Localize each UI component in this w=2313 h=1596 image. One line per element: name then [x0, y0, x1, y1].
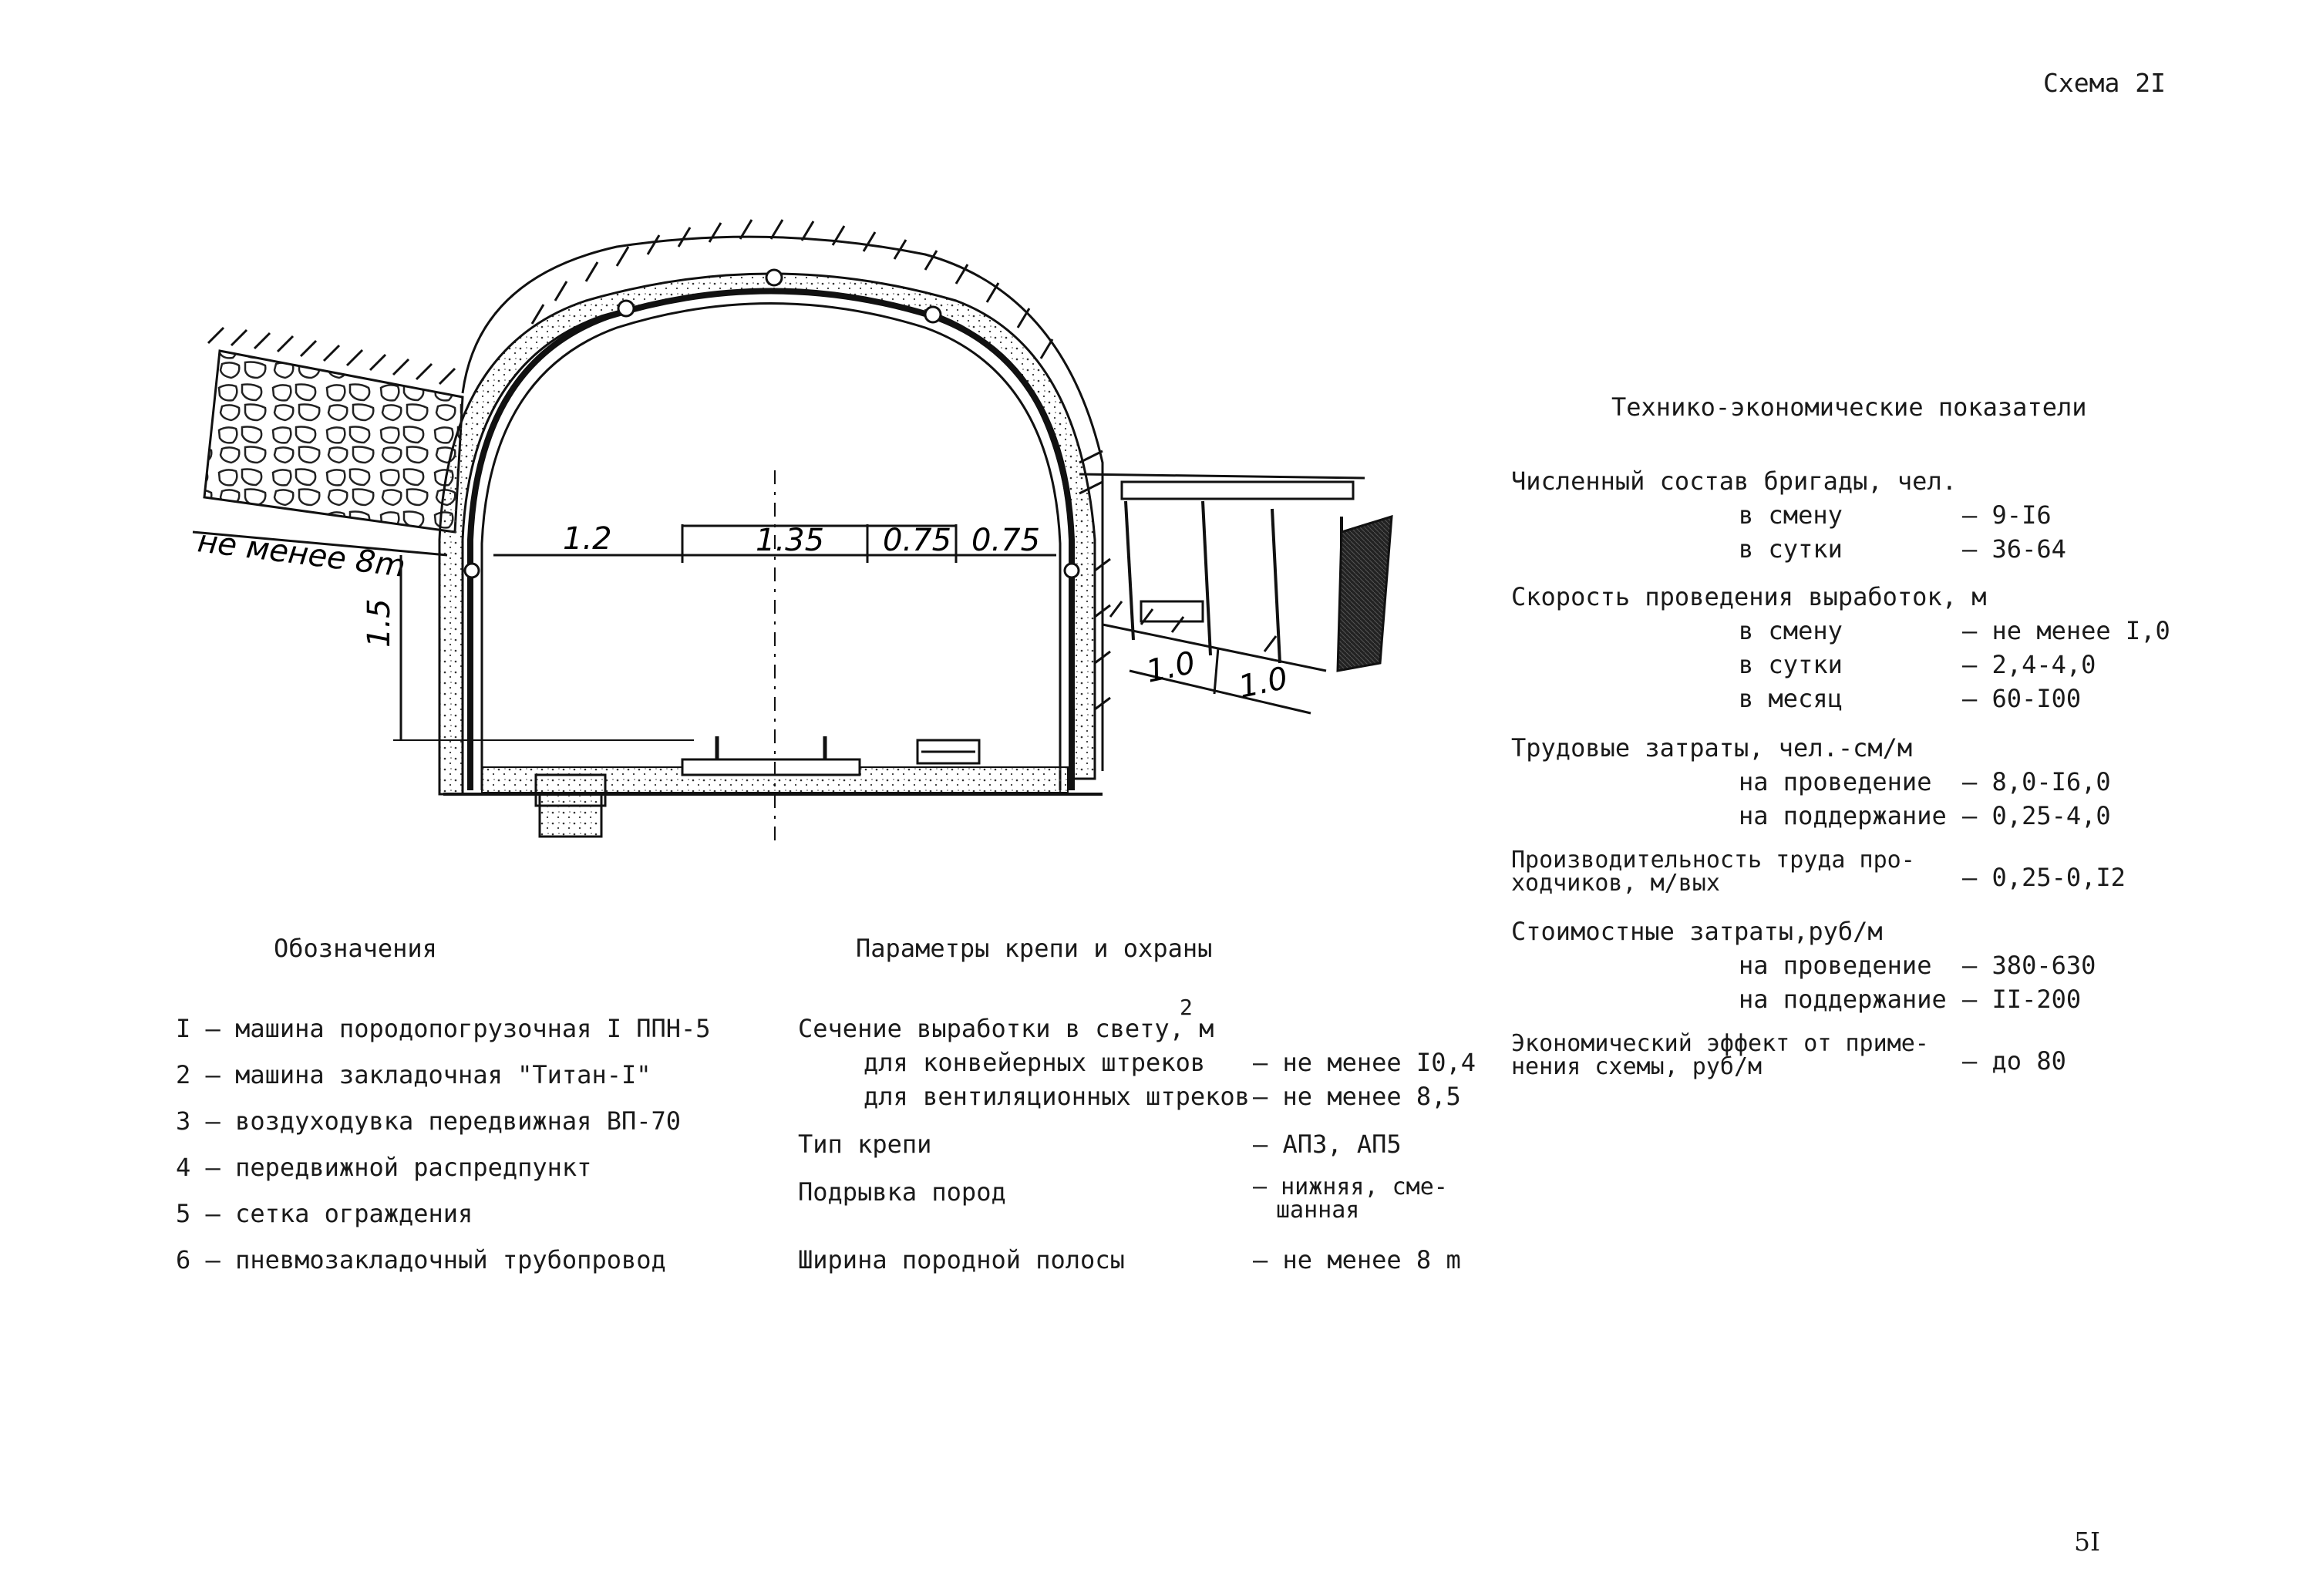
- crew-day-label: в сутки: [1739, 534, 1843, 564]
- effect-value: – до 80: [1962, 1046, 2066, 1076]
- params-support-value: – АПЗ, АП5: [1253, 1130, 1402, 1159]
- crew-day-value: – 36-64: [1962, 534, 2066, 564]
- crew-shift-value: – 9-I6: [1962, 500, 2052, 530]
- labor-drive-value: – 8,0-I6,0: [1962, 767, 2111, 796]
- dim-min-8m: не менее 8m: [196, 524, 407, 584]
- params-blast-label: Подрывка пород: [798, 1177, 1006, 1207]
- speed-month-label: в месяц: [1739, 684, 1843, 713]
- dim-0-75-b: 0.75: [971, 523, 1040, 558]
- params-vent-value: – не менее 8,5: [1253, 1082, 1461, 1111]
- speed-shift-value: – не менее I,0: [1962, 616, 2170, 645]
- legend-item-2: 2 – машина закладочная "Титан-I": [176, 1060, 651, 1089]
- speed-label: Скорость проведения выработок, м: [1511, 582, 1987, 611]
- rubble-fill: [203, 326, 464, 534]
- right-shield: [1079, 473, 1393, 672]
- legend-item-4: 4 – передвижной распредпункт: [176, 1153, 592, 1182]
- arch-bolts: [463, 268, 1080, 579]
- legend-title: Обозначения: [274, 934, 437, 963]
- params-blast-value-1: – нижняя, сме-: [1253, 1173, 1448, 1200]
- labor-label: Трудовые затраты, чел.-см/м: [1511, 733, 1913, 763]
- cost-maint-label: на поддержание: [1739, 985, 1947, 1014]
- right-dimensions: [1129, 647, 1311, 715]
- page-number: 5I: [2074, 1527, 2101, 1557]
- params-strip-label: Ширина породной полосы: [798, 1245, 1125, 1274]
- crew-shift-label: в смену: [1739, 500, 1843, 530]
- cost-drive-label: на проведение: [1739, 951, 1932, 980]
- dim-1-0-b: 1.0: [1236, 661, 1291, 705]
- effect-label-2: нения схемы, руб/м: [1511, 1053, 1763, 1080]
- params-conveyor-value: – не менее I0,4: [1253, 1048, 1476, 1077]
- legend-item-6: 6 – пневмозакладочный трубопровод: [176, 1245, 666, 1274]
- params-blast-value-2: шанная: [1276, 1197, 1360, 1224]
- cost-maint-value: – II-200: [1962, 985, 2082, 1014]
- productivity-value: – 0,25-0,I2: [1962, 863, 2126, 892]
- productivity-label-2: ходчиков, м/вых: [1511, 870, 1720, 897]
- speed-day-label: в сутки: [1739, 650, 1843, 679]
- width-dimensions: [493, 524, 1056, 563]
- cost-label: Стоимостные затраты,руб/м: [1511, 917, 1883, 946]
- dim-1-0-a: 1.0: [1143, 645, 1199, 690]
- labor-maint-value: – 0,25-4,0: [1962, 801, 2111, 830]
- legend-item-3: 3 – воздуходувка передвижная ВП-70: [176, 1106, 682, 1136]
- rock-hatching: [461, 219, 1111, 771]
- scheme-label: Схема 2I: [2043, 68, 2166, 98]
- floor: [443, 736, 1103, 838]
- arch-support: [467, 288, 1075, 790]
- params-support-label: Тип крепи: [798, 1130, 932, 1159]
- effect-label-1: Экономический эффект от приме-: [1511, 1030, 1929, 1057]
- dim-1-35: 1.35: [756, 523, 824, 558]
- labor-maint-label: на поддержание: [1739, 801, 1947, 830]
- speed-day-value: – 2,4-4,0: [1962, 650, 2096, 679]
- params-strip-value: – не менее 8 m: [1253, 1245, 1461, 1274]
- productivity-label-1: Производительность труда про-: [1511, 847, 1915, 874]
- speed-month-value: – 60-I00: [1962, 684, 2082, 713]
- indicators-title: Технико-экономические показатели: [1611, 392, 2087, 422]
- dim-1-2: 1.2: [563, 521, 612, 557]
- params-section-unit-sup: 2: [1180, 995, 1193, 1020]
- labor-drive-label: на проведение: [1739, 767, 1932, 796]
- cost-drive-value: – 380-630: [1962, 951, 2096, 980]
- params-vent-label: для вентиляционных штреков: [864, 1082, 1250, 1111]
- legend-item-1: I – машина породопогрузочная I ППН-5: [176, 1014, 711, 1043]
- dim-1-5: 1.5: [362, 598, 397, 648]
- params-section-label: Сечение выработки в свету, м: [798, 1014, 1214, 1043]
- dim-0-75-a: 0.75: [883, 523, 951, 558]
- legend-item-5: 5 – сетка ограждения: [176, 1199, 473, 1228]
- params-conveyor-label: для конвейерных штреков: [864, 1048, 1206, 1077]
- crew-label: Численный состав бригады, чел.: [1511, 466, 1957, 496]
- params-title: Параметры крепи и охраны: [856, 934, 1213, 963]
- speed-shift-label: в смену: [1739, 616, 1843, 645]
